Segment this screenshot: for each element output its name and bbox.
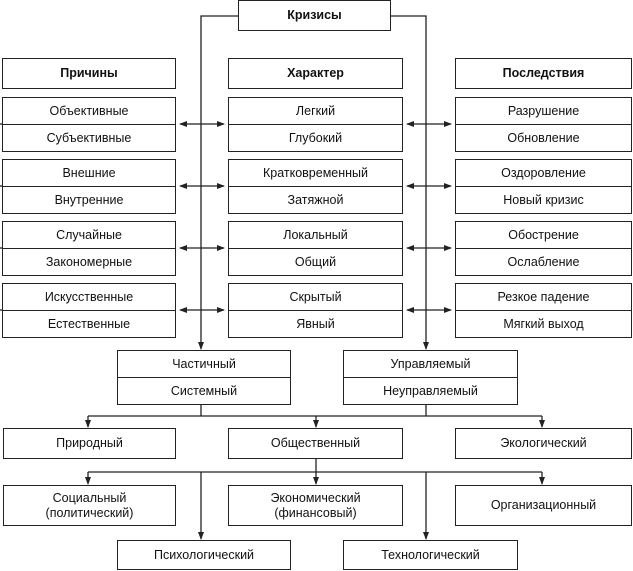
- subtype-label: Социальный (политический): [45, 491, 134, 520]
- psychological: Психологический: [117, 540, 291, 570]
- pair-item: Ослабление: [456, 248, 631, 275]
- pair-item: Новый кризис: [456, 186, 631, 213]
- pair-item: Кратковременный: [262, 165, 369, 180]
- type-ecological: Экологический: [455, 428, 632, 459]
- column-header-label: Характер: [287, 66, 344, 81]
- pair-item: Обострение: [508, 227, 579, 242]
- pair-item: Внешние: [62, 165, 116, 180]
- root-label: Кризисы: [287, 8, 342, 23]
- pair-item: Субъективные: [3, 124, 175, 151]
- organizational: Организационный: [455, 485, 632, 526]
- bottom-label: Технологический: [381, 547, 480, 562]
- pair-item: Легкий: [295, 103, 336, 118]
- scope-systemic: Системный: [118, 377, 290, 404]
- column-header-label: Причины: [60, 66, 118, 81]
- root-box: Кризисы: [238, 0, 391, 31]
- economic-financial: Экономический (финансовый): [228, 485, 403, 526]
- control-managed: Управляемый: [390, 356, 471, 371]
- column-header: Причины: [2, 58, 176, 89]
- type-natural: Природный: [3, 428, 176, 459]
- pair-item: Закономерные: [3, 248, 175, 275]
- type-label: Природный: [56, 436, 123, 451]
- pair-item: Внутренние: [3, 186, 175, 213]
- pair-item: Мягкий выход: [456, 310, 631, 337]
- pair-item: Явный: [229, 310, 402, 337]
- pair-item: Разрушение: [507, 103, 580, 118]
- column-header: Характер: [228, 58, 403, 89]
- pair-item: Обновление: [456, 124, 631, 151]
- pair-item: Общий: [229, 248, 402, 275]
- technological: Технологический: [343, 540, 518, 570]
- bottom-label: Психологический: [153, 547, 255, 562]
- pair-item: Искусственные: [44, 289, 134, 304]
- pair-item: Глубокий: [229, 124, 402, 151]
- scope-box: Частичный Системный: [117, 350, 291, 405]
- control-unmanaged: Неуправляемый: [344, 377, 517, 404]
- connector: [391, 15, 429, 350]
- type-label: Общественный: [270, 436, 361, 451]
- connector: [198, 15, 238, 350]
- subtype-label: Организационный: [490, 498, 597, 513]
- column-header-label: Последствия: [502, 66, 585, 81]
- pair-item: Случайные: [56, 227, 122, 242]
- pair-item: Локальный: [283, 227, 348, 242]
- type-social: Общественный: [228, 428, 403, 459]
- control-box: Управляемый Неуправляемый: [343, 350, 518, 405]
- column-header: Последствия: [455, 58, 632, 89]
- pair-item: Оздоровление: [501, 165, 586, 180]
- pair-item: Естественные: [3, 310, 175, 337]
- pair-item: Резкое падение: [497, 289, 590, 304]
- pair-item: Объективные: [49, 103, 129, 118]
- type-label: Экологический: [500, 436, 587, 451]
- scope-partial: Частичный: [172, 356, 236, 371]
- subtype-label: Экономический (финансовый): [270, 491, 361, 520]
- social-political: Социальный (политический): [3, 485, 176, 526]
- pair-item: Затяжной: [229, 186, 402, 213]
- pair-item: Скрытый: [289, 289, 342, 304]
